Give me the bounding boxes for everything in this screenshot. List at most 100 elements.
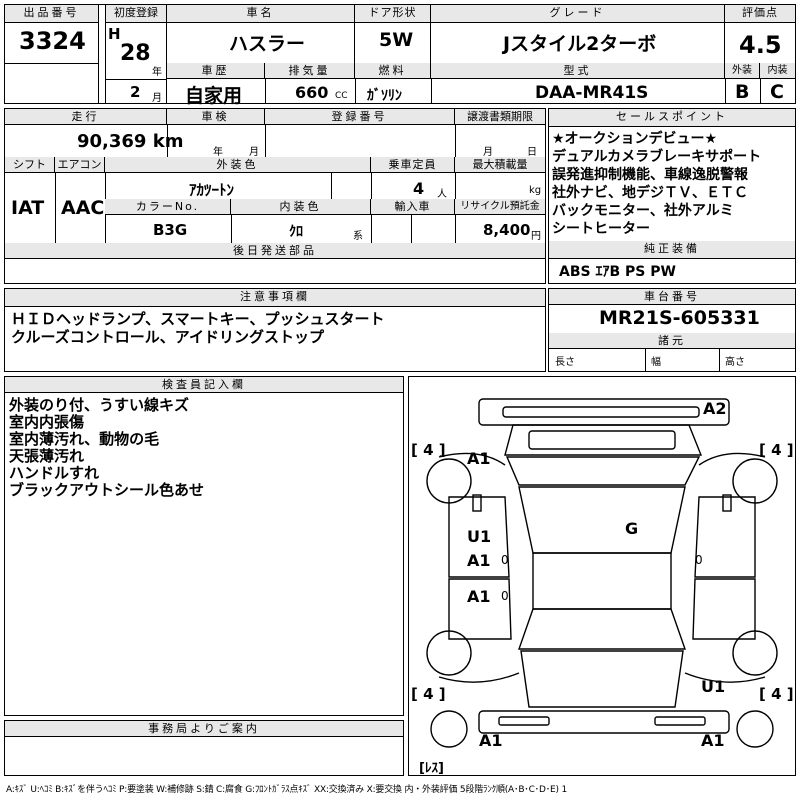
lens-mark: [ﾚｽ] — [419, 761, 444, 776]
car-outline — [426, 398, 778, 748]
mark-u1-left: U1 — [467, 527, 492, 546]
header-table: 出品番号 3324 初度登録 H 28 年 2 月 車名 ハスラー ドア形状 5… — [4, 4, 796, 107]
month-unit: 月 — [152, 93, 162, 104]
color-label: 外装色 — [105, 157, 371, 173]
colorno-label: カラーNo. — [105, 199, 231, 215]
load-unit: kg — [529, 185, 542, 196]
first-reg-label: 初度登録 — [106, 5, 166, 23]
inspector-line: ハンドルすれ — [9, 464, 100, 482]
mark-zero: 0 — [501, 589, 509, 603]
chassis-box: 車台番号 MR21S-605331 諸元 長さ 幅 高さ — [548, 288, 796, 372]
sales-line: シートヒーター — [552, 221, 650, 237]
import-label: 輸入車 — [371, 199, 455, 215]
vehicle-details: 走行 車検 登録番号 譲渡書類期限 90,369 km 年 月 月 日 シフト … — [4, 108, 546, 284]
door-type: 5W — [379, 29, 414, 51]
mark-a1-rear-right: A1 — [701, 731, 725, 750]
caution-line: クルーズコントロール、アイドリングストップ — [11, 328, 325, 346]
grade-label: グレード — [431, 5, 724, 23]
sales-line: 社外ナビ、地デジＴＶ、ＥＴＣ — [552, 185, 748, 201]
load-label: 最大積載量 — [455, 157, 545, 173]
tire-front-left: [ 4 ] — [411, 441, 446, 459]
equipment-label: 純正装備 — [549, 241, 795, 259]
height-label: 高さ — [725, 357, 745, 368]
inspector-line: 天張薄汚れ — [9, 447, 85, 465]
sales-line: ★オークションデビュー★ — [552, 131, 718, 147]
ac-label: エアコン — [55, 157, 105, 173]
sales-line: デュアルカメラブレーキサポート — [552, 149, 762, 165]
score-cell: 評価点 4.5 — [725, 5, 795, 63]
era: H — [108, 25, 121, 43]
transfer-day: 日 — [527, 147, 537, 158]
door-label: ドア形状 — [355, 5, 430, 23]
history-label: 車歴 — [167, 63, 265, 79]
history: 自家用 — [185, 85, 243, 107]
grade-cell: グレード Jスタイル2ターボ — [431, 5, 725, 63]
ac: AAC — [61, 197, 105, 219]
shift: IAT — [11, 197, 45, 219]
caution-line: ＨＩＤヘッドランプ、スマートキー、プッシュスタート — [11, 310, 385, 328]
door-cell: ドア形状 5W — [355, 5, 431, 63]
capacity: 4 — [413, 179, 425, 198]
inspector-box: 検査員記入欄 外装のり付、うすい線キズ 室内内張傷 室内薄汚れ、動物の毛 天張薄… — [4, 376, 404, 716]
mileage: 90,369 km — [77, 131, 184, 152]
tire-front-right: [ 4 ] — [759, 441, 794, 459]
interior-label: 内装 — [760, 63, 795, 79]
year-unit: 年 — [152, 67, 162, 78]
tire-rear-left: [ 4 ] — [411, 685, 446, 703]
fuel: ｶﾞｿﾘﾝ — [367, 88, 402, 104]
car-name-cell: 車名 ハスラー — [167, 5, 355, 63]
mark-u1-rear: U1 — [701, 677, 726, 696]
displacement: 660 — [295, 83, 329, 102]
first-reg-cell: 初度登録 H 28 年 2 月 — [105, 5, 167, 104]
equipment: ABS ｴｱB PS PW — [559, 264, 676, 280]
inspection-month: 月 — [249, 147, 259, 158]
transfer-label: 譲渡書類期限 — [455, 109, 545, 125]
transfer-month: 月 — [483, 147, 493, 158]
displacement-unit: CC — [335, 91, 348, 101]
model: DAA-MR41S — [535, 83, 649, 103]
lot-label: 出品番号 — [5, 5, 98, 23]
regno-label: 登録番号 — [265, 109, 455, 125]
intcolor-unit: 系 — [353, 231, 363, 242]
mark-a1-left-door: A1 — [467, 551, 491, 570]
exterior-grade: B — [735, 81, 750, 103]
inspector-line: 室内内張傷 — [9, 413, 85, 431]
interior-color: ｸﾛ — [289, 224, 303, 240]
reg-month: 2 — [130, 83, 141, 101]
sales-label: セールスポイント — [549, 109, 795, 127]
chassis-label: 車台番号 — [549, 289, 795, 305]
mark-a1-left-rear-door: A1 — [467, 587, 491, 606]
exterior-color: ｱｶﾂｰﾄﾝ — [189, 181, 235, 199]
interior-grade: C — [770, 81, 784, 103]
mark-a1-front-left: A1 — [467, 449, 491, 468]
capacity-unit: 人 — [437, 189, 447, 200]
recycle-fee: 8,400 — [483, 221, 531, 239]
mark-zero: 0 — [501, 553, 509, 567]
later-parts-label: 後日発送部品 — [5, 243, 545, 259]
recycle-unit: 円 — [531, 231, 541, 242]
office-label: 事務局よりご案内 — [5, 721, 403, 737]
displacement-label: 排気量 — [265, 63, 355, 79]
score-label: 評価点 — [725, 5, 795, 23]
exterior-label: 外装 — [725, 63, 760, 79]
office-box: 事務局よりご案内 — [4, 720, 404, 776]
mileage-label: 走行 — [5, 109, 167, 125]
inspector-line: 外装のり付、うすい線キズ — [9, 396, 190, 414]
car-name: ハスラー — [229, 33, 306, 55]
capacity-label: 乗車定員 — [371, 157, 455, 173]
car-diagram: A2 A1 G U1 A1 A1 U1 A1 A1 0 0 0 [ 4 ] [ … — [408, 376, 796, 776]
mark-a1-rear-left: A1 — [479, 731, 503, 750]
legend: A:ｷｽﾞ U:ﾍｺﾐ B:ｷｽﾞを伴うﾍｺﾐ P:要塗装 W:補修跡 S:錆 … — [6, 785, 567, 795]
inspector-label: 検査員記入欄 — [5, 377, 403, 393]
color-number: B3G — [153, 221, 188, 239]
grade: Jスタイル2ターボ — [503, 33, 657, 55]
sales-line: 誤発進抑制機能、車線逸脱警報 — [552, 167, 748, 183]
length-label: 長さ — [555, 357, 575, 368]
inspector-line: ブラックアウトシール色あせ — [9, 481, 205, 499]
width-label: 幅 — [651, 357, 661, 368]
specs-label: 諸元 — [549, 333, 795, 349]
inspection-year: 年 — [213, 147, 223, 158]
fuel-label: 燃料 — [355, 63, 431, 79]
mark-g: G — [625, 519, 639, 538]
inspection-label: 車検 — [167, 109, 265, 125]
